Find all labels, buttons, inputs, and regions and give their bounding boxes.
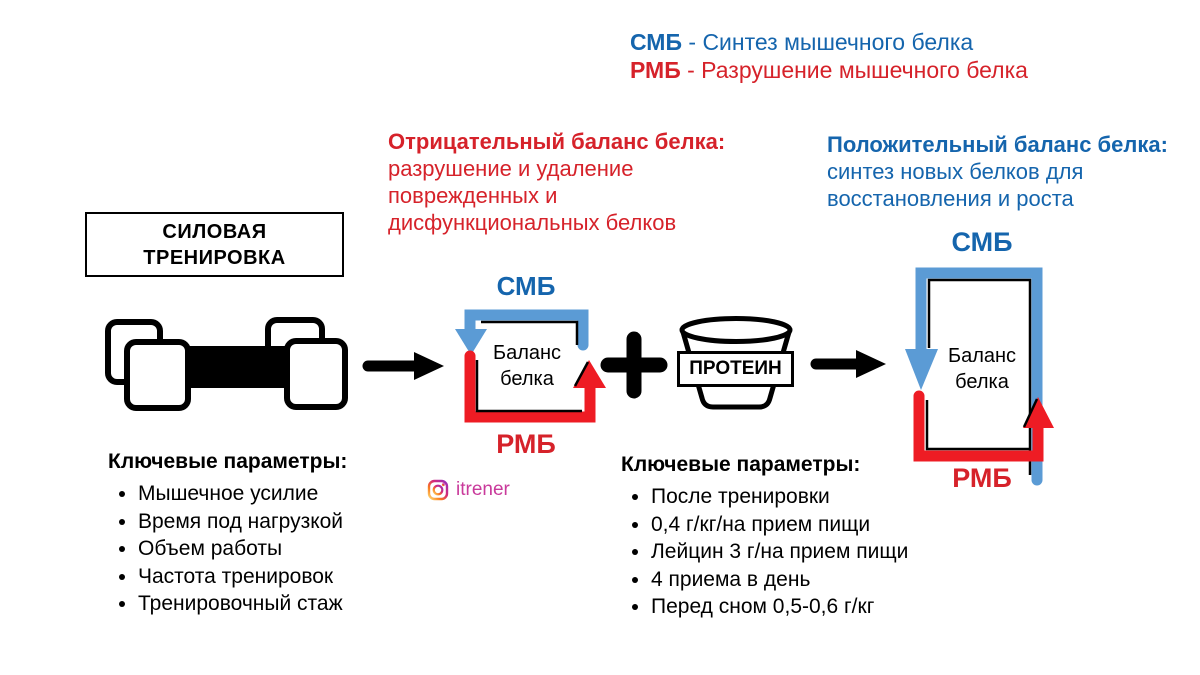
list-item: После тренировки <box>651 483 908 511</box>
balance-line: белка <box>955 371 1009 393</box>
smb-label-negative: СМБ <box>496 271 556 301</box>
instagram-credit: itrener <box>427 479 510 501</box>
list-item: Время под нагрузкой <box>138 508 347 536</box>
negative-balance-line: разрушение и удаление <box>388 156 634 181</box>
key-parameters-list: После тренировки 0,4 г/кг/на прием пищи … <box>621 483 908 621</box>
strength-training-line: ТРЕНИРОВКА <box>143 246 286 269</box>
positive-balance-line: синтез новых белков для <box>827 159 1084 184</box>
positive-balance-block: Положительный баланс белка: синтез новых… <box>827 131 1177 212</box>
negative-balance-line: дисфункциональных белков <box>388 210 677 235</box>
balance-line: белка <box>500 368 554 390</box>
legend-rmb-line: РМБ - Разрушение мышечного белка <box>630 56 1028 84</box>
strength-training-box: СИЛОВАЯ ТРЕНИРОВКА <box>85 212 344 277</box>
positive-balance-line: восстановления и роста <box>827 186 1074 211</box>
list-item: Мышечное усилие <box>138 480 347 508</box>
list-item: 4 приема в день <box>651 566 908 594</box>
protein-balance-text-negative: Баланс белка <box>466 340 588 392</box>
legend-smb-abbr: СМБ <box>630 29 682 55</box>
smb-label-positive: СМБ <box>951 227 1013 257</box>
protein-label-box: ПРОТЕИН <box>677 351 794 387</box>
negative-balance-block: Отрицательный баланс белка: разрушение и… <box>388 128 733 236</box>
protein-balance-text-positive: Баланс белка <box>922 343 1042 395</box>
legend-smb-line: СМБ - Синтез мышечного белка <box>630 28 1028 56</box>
key-parameters-protein: Ключевые параметры: После тренировки 0,4… <box>621 452 908 621</box>
smb-rmb-bracket-positive <box>905 267 1054 486</box>
legend-smb-text: - Синтез мышечного белка <box>682 29 974 55</box>
arrow-right-icon <box>362 352 444 380</box>
legend-rmb-abbr: РМБ <box>630 57 681 83</box>
balance-line: Баланс <box>492 342 562 364</box>
balance-line: Баланс <box>947 345 1017 367</box>
list-item: 0,4 г/кг/на прием пищи <box>651 511 908 539</box>
key-parameters-training: Ключевые параметры: Мышечное усилие Врем… <box>108 449 347 618</box>
instagram-icon <box>427 479 449 501</box>
positive-balance-title: Положительный баланс белка: <box>827 132 1168 157</box>
list-item: Объем работы <box>138 535 347 563</box>
dumbbell-icon <box>105 317 348 411</box>
list-item: Перед сном 0,5-0,6 г/кг <box>651 593 908 621</box>
list-item: Частота тренировок <box>138 563 347 591</box>
list-item: Лейцин 3 г/на прием пищи <box>651 538 908 566</box>
plus-icon <box>600 331 668 399</box>
legend-rmb-text: - Разрушение мышечного белка <box>680 57 1028 83</box>
key-parameters-list: Мышечное усилие Время под нагрузкой Объе… <box>108 480 347 618</box>
instagram-handle: itrener <box>456 479 510 500</box>
protein-label-text: ПРОТЕИН <box>689 358 782 379</box>
arrow-right-icon <box>810 350 886 378</box>
strength-training-line: СИЛОВАЯ <box>162 220 267 243</box>
key-parameters-heading: Ключевые параметры: <box>108 450 348 473</box>
legend: СМБ - Синтез мышечного белка РМБ - Разру… <box>630 28 1028 84</box>
rmb-label-negative: РМБ <box>496 429 556 459</box>
smb-rmb-bracket-negative <box>455 309 606 423</box>
list-item: Тренировочный стаж <box>138 590 347 618</box>
rmb-label-positive: РМБ <box>952 463 1012 493</box>
negative-balance-line: поврежденных и <box>388 183 558 208</box>
negative-balance-title: Отрицательный баланс белка: <box>388 129 726 154</box>
key-parameters-heading: Ключевые параметры: <box>621 453 861 476</box>
